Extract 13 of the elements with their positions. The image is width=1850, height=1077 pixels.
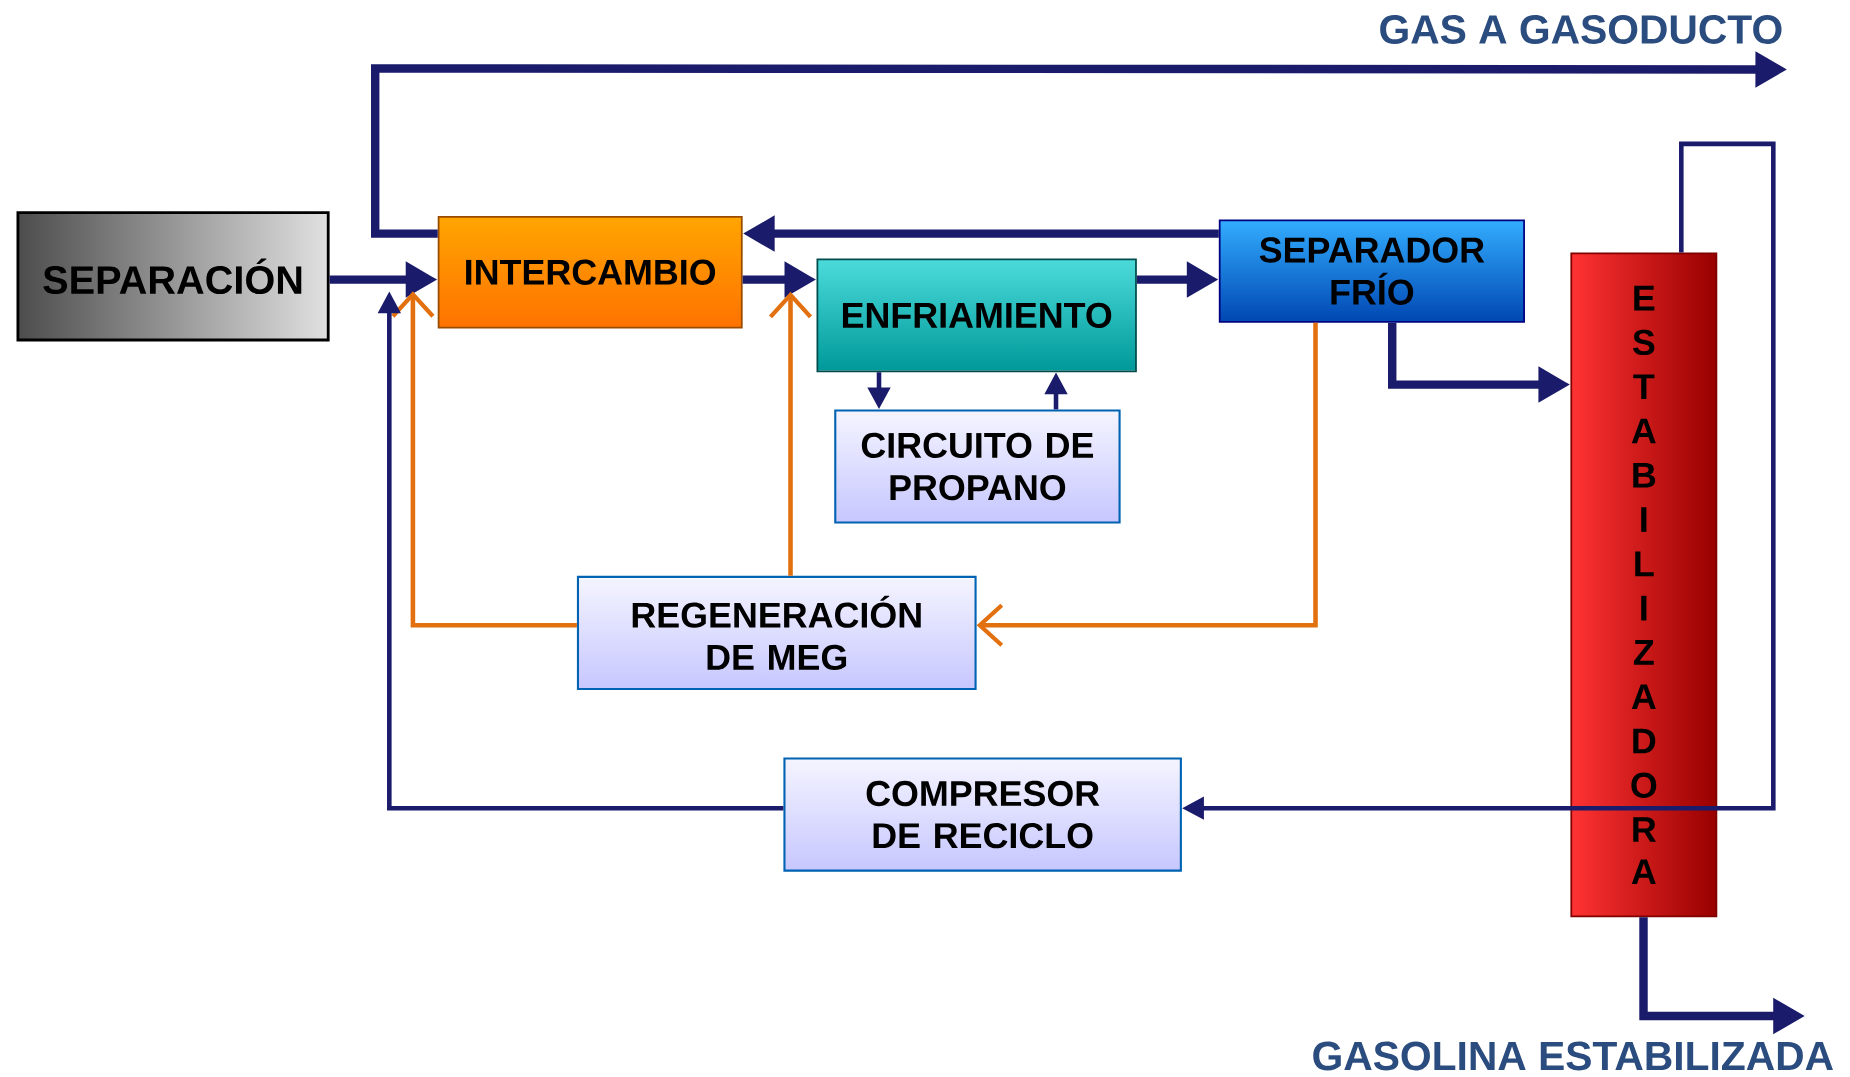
- process-box: CIRCUITO DE PROPANO: [834, 409, 1121, 524]
- process-box: SEPARACIÓN: [16, 211, 330, 342]
- process-box: INTERCAMBIO: [437, 215, 743, 329]
- process-box: ENFRIAMIENTO: [816, 258, 1137, 373]
- arrow: [768, 291, 813, 576]
- process-box: SEPARADOR FRÍO: [1218, 219, 1525, 323]
- arrow: [391, 291, 577, 628]
- process-box: COMPRESOR DE RECICLO: [783, 757, 1182, 872]
- flow-label: GAS A GASODUCTO: [1380, 15, 1782, 44]
- flow-label: GASOLINA ESTABILIZADA: [1313, 1041, 1833, 1071]
- arrow: [976, 322, 1318, 647]
- process-box: REGENERACIÓN DE MEG: [576, 575, 977, 690]
- stabilizer-column: ESTABILIZADORA: [1570, 252, 1718, 918]
